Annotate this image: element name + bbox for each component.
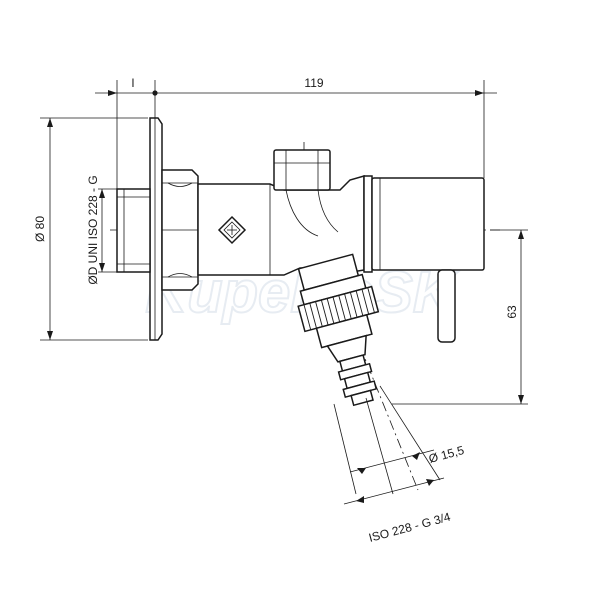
- hose-diameter-label: Ø 15,5: [427, 443, 466, 466]
- hex-nut: [161, 169, 199, 291]
- outlet-height-dimension: [392, 229, 528, 405]
- flange-diameter-dimension: [40, 117, 148, 341]
- wall-flange: [149, 117, 163, 341]
- inlet-thread-label: ØD UNI ISO 228 - G: [86, 175, 100, 284]
- overall-length-label: 119: [304, 76, 323, 90]
- valve-logo: [217, 215, 247, 245]
- hose-thread-label: ISO 228 - G 3/4: [367, 510, 452, 545]
- angled-outlet: [297, 253, 380, 407]
- handle-body: [363, 175, 485, 273]
- top-dimension: [95, 80, 497, 196]
- flange-diameter-label: Ø 80: [33, 216, 47, 242]
- offset-dimension-label: l: [132, 76, 135, 90]
- hose-dimensions: [333, 385, 445, 505]
- outlet-height-label: 63: [505, 305, 519, 319]
- handle-lever: [437, 269, 456, 343]
- outlet-axis-line: [329, 271, 419, 491]
- inlet-thread: [116, 188, 151, 273]
- top-bonnet: [273, 149, 339, 237]
